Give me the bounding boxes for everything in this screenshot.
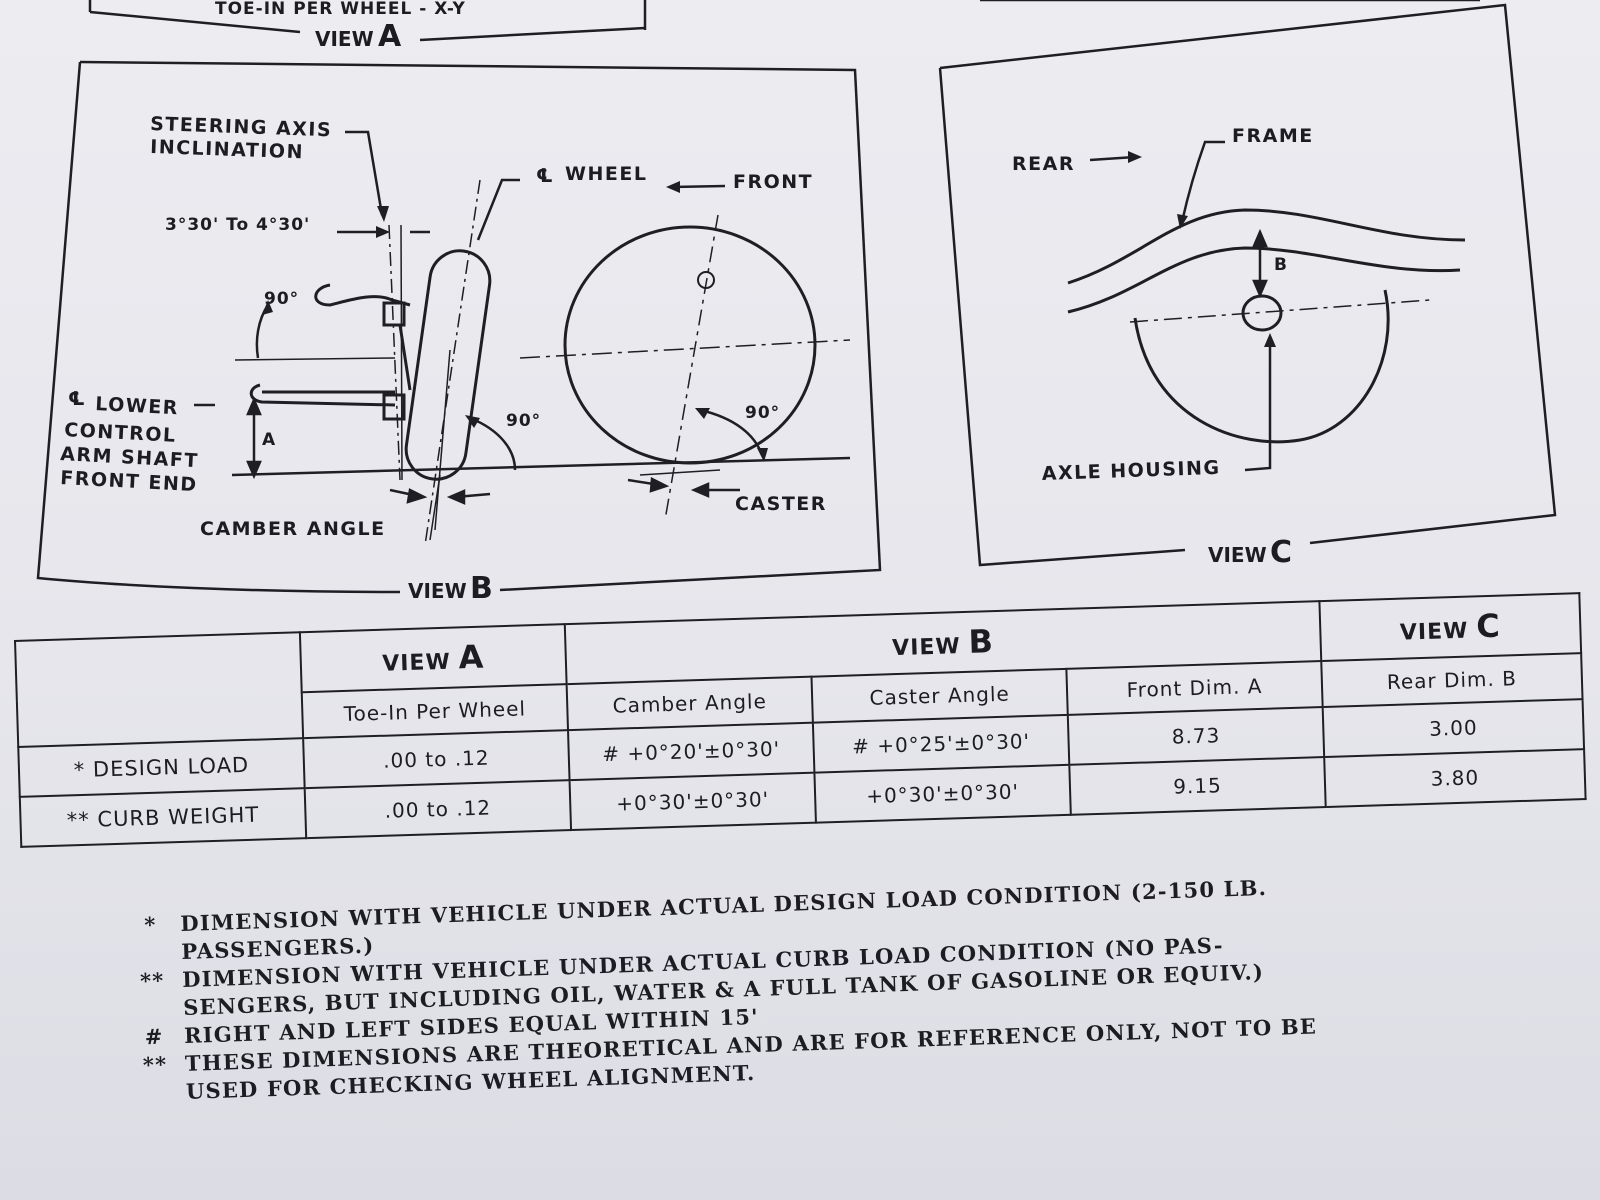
camber-cell: +0°30'±0°30'	[569, 772, 816, 831]
rear-dim-cell: 3.80	[1324, 749, 1586, 808]
front-arrow	[671, 184, 726, 189]
arrow-head	[465, 415, 480, 428]
axle-housing-label: AXLE HOUSING	[1041, 457, 1220, 485]
arrow-head	[376, 226, 390, 238]
frame-leader	[1180, 140, 1225, 223]
angle-arc-tire	[469, 416, 517, 471]
steering-axis-line2: INCLINATION	[150, 136, 304, 163]
row-label: * DESIGN LOAD	[18, 738, 305, 797]
axle-housing	[1129, 289, 1431, 444]
arrow-head	[262, 300, 273, 315]
caster-wheel	[563, 214, 817, 521]
view-b-box	[36, 60, 882, 594]
footnote-marker: *	[143, 911, 157, 938]
view-c-box	[938, 3, 1557, 567]
wheel-label-cl-symbol: ℄	[536, 165, 555, 187]
camber-cell: # +0°20'±0°30'	[568, 722, 815, 781]
toe-in-cell: .00 to .12	[304, 780, 572, 839]
arrow-head	[695, 408, 710, 419]
lower-arm-line2: CONTROL	[64, 419, 177, 447]
front-dim-cell: 9.15	[1069, 757, 1326, 815]
arrow-head	[757, 448, 768, 462]
rear-arrow	[1089, 155, 1136, 162]
caster-cell: # +0°25'±0°30'	[812, 714, 1070, 773]
column-header: Toe-In Per Wheel	[301, 684, 569, 739]
caster-arrows	[627, 477, 740, 498]
dim-b-arrow	[1252, 228, 1268, 299]
column-header: Front Dim. A	[1066, 661, 1323, 715]
footnotes: * DIMENSION WITH VEHICLE UNDER ACTUAL DE…	[120, 872, 1326, 1108]
toe-in-caption: TOE-IN PER WHEEL - X-Y	[215, 0, 466, 19]
steering-leader	[345, 130, 384, 216]
dim-a-label: A	[262, 430, 276, 450]
axle-leader	[1244, 340, 1272, 472]
table-group-view-a: VIEW A	[299, 624, 567, 693]
view-a-caption-word: VIEW	[315, 27, 374, 51]
frame-member	[1067, 208, 1466, 314]
steering-range: 3°30' To 4°30'	[165, 215, 310, 235]
control-arms	[249, 224, 412, 481]
camber-arrows	[389, 488, 491, 505]
reference-lines	[231, 339, 851, 477]
row-label: ** CURB WEIGHT	[19, 788, 307, 847]
arrow-head	[1264, 333, 1276, 347]
dim-b-label: B	[1274, 255, 1288, 275]
arrow-head	[1177, 214, 1188, 229]
front-label: FRONT	[733, 171, 813, 193]
lower-arm-line1: LOWER	[95, 393, 180, 419]
column-header: Rear Dim. B	[1321, 653, 1583, 708]
view-a-strip	[88, 0, 1480, 42]
angle-90-tire: 90°	[506, 411, 541, 431]
caster-cell: +0°30'±0°30'	[814, 764, 1071, 823]
table-group-view-c: VIEW C	[1319, 593, 1582, 662]
arrow-head	[377, 206, 389, 222]
footnote-marker: #	[144, 1023, 164, 1050]
arrow-head	[1128, 151, 1142, 163]
toe-in-cell: .00 to .12	[303, 730, 570, 789]
view-b-caption-letter: B	[470, 571, 493, 606]
wheel-leader	[476, 178, 520, 241]
arrow-head	[666, 181, 680, 193]
camber-angle-label: CAMBER ANGLE	[200, 518, 386, 540]
rear-label: REAR	[1012, 153, 1075, 175]
view-c-caption-word: VIEW	[1208, 543, 1267, 567]
view-c-caption-letter: C	[1270, 535, 1292, 570]
caster-label: CASTER	[735, 493, 827, 515]
diagram-area: TOE-IN PER WHEEL - X-Y VIEW A	[36, 0, 1557, 606]
frame-label: FRAME	[1232, 125, 1314, 147]
view-a-caption-letter: A	[378, 19, 402, 54]
wheel-label: WHEEL	[565, 163, 647, 185]
footnote-marker: **	[142, 1051, 168, 1078]
column-header: Caster Angle	[811, 668, 1068, 723]
angle-90-knuckle: 90°	[264, 289, 299, 309]
lower-arm-line4: FRONT END	[60, 467, 198, 496]
view-b-caption-word: VIEW	[408, 579, 467, 603]
spec-table-wrapper: VIEW A VIEW B VIEW C Toe-In Per Wheel Ca…	[14, 592, 1586, 880]
column-header: Camber Angle	[566, 676, 813, 731]
dim-a-arrow	[246, 396, 262, 480]
angle-90-caster: 90°	[745, 403, 780, 423]
rear-dim-cell: 3.00	[1322, 699, 1585, 758]
footnote-marker: **	[139, 967, 165, 994]
front-dim-cell: 8.73	[1067, 707, 1325, 765]
lower-arm-cl-symbol: ℄	[68, 388, 87, 410]
tire-side-view	[404, 179, 492, 546]
table-corner-cell	[15, 632, 304, 747]
